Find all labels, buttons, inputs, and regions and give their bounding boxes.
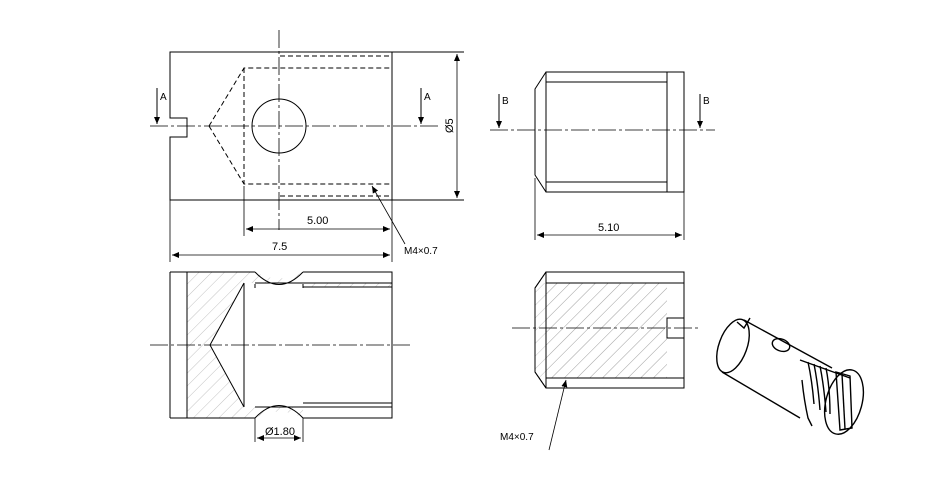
front-view <box>150 30 464 230</box>
section-a-marker-left: A <box>154 88 167 124</box>
section-a-label-left: A <box>160 92 167 103</box>
overall-length-dimension: 7.5 <box>169 200 390 262</box>
section-view-a <box>150 271 410 419</box>
cross-hole-label: Ø1.80 <box>265 426 295 438</box>
section-a-label-right: A <box>424 92 431 103</box>
side-length-label: 5.10 <box>598 222 619 234</box>
section-b-label-left: B <box>502 96 509 107</box>
hole-depth-label: 5.00 <box>307 215 328 227</box>
hole-depth-dimension: 5.00 <box>243 186 393 262</box>
diameter-dimension: Ø5 <box>444 54 460 198</box>
diameter-label: Ø5 <box>444 118 456 133</box>
section-a-marker-right: A <box>418 88 431 124</box>
section-b-label-right: B <box>703 96 710 107</box>
thread-callout-top: M4×0.7 <box>371 185 438 257</box>
cross-hole-dimension: Ø1.80 <box>254 418 304 442</box>
isometric-view <box>716 317 865 435</box>
overall-length-label: 7.5 <box>272 241 287 253</box>
thread-callout-bottom: M4×0.7 <box>500 379 568 451</box>
section-b-marker-left: B <box>496 94 509 128</box>
side-length-dimension: 5.10 <box>534 178 685 240</box>
thread-callout-top-label: M4×0.7 <box>404 246 438 257</box>
section-view-b <box>512 271 698 389</box>
section-b-marker-right: B <box>697 94 710 128</box>
thread-callout-bottom-label: M4×0.7 <box>500 432 534 443</box>
side-view <box>490 71 715 193</box>
